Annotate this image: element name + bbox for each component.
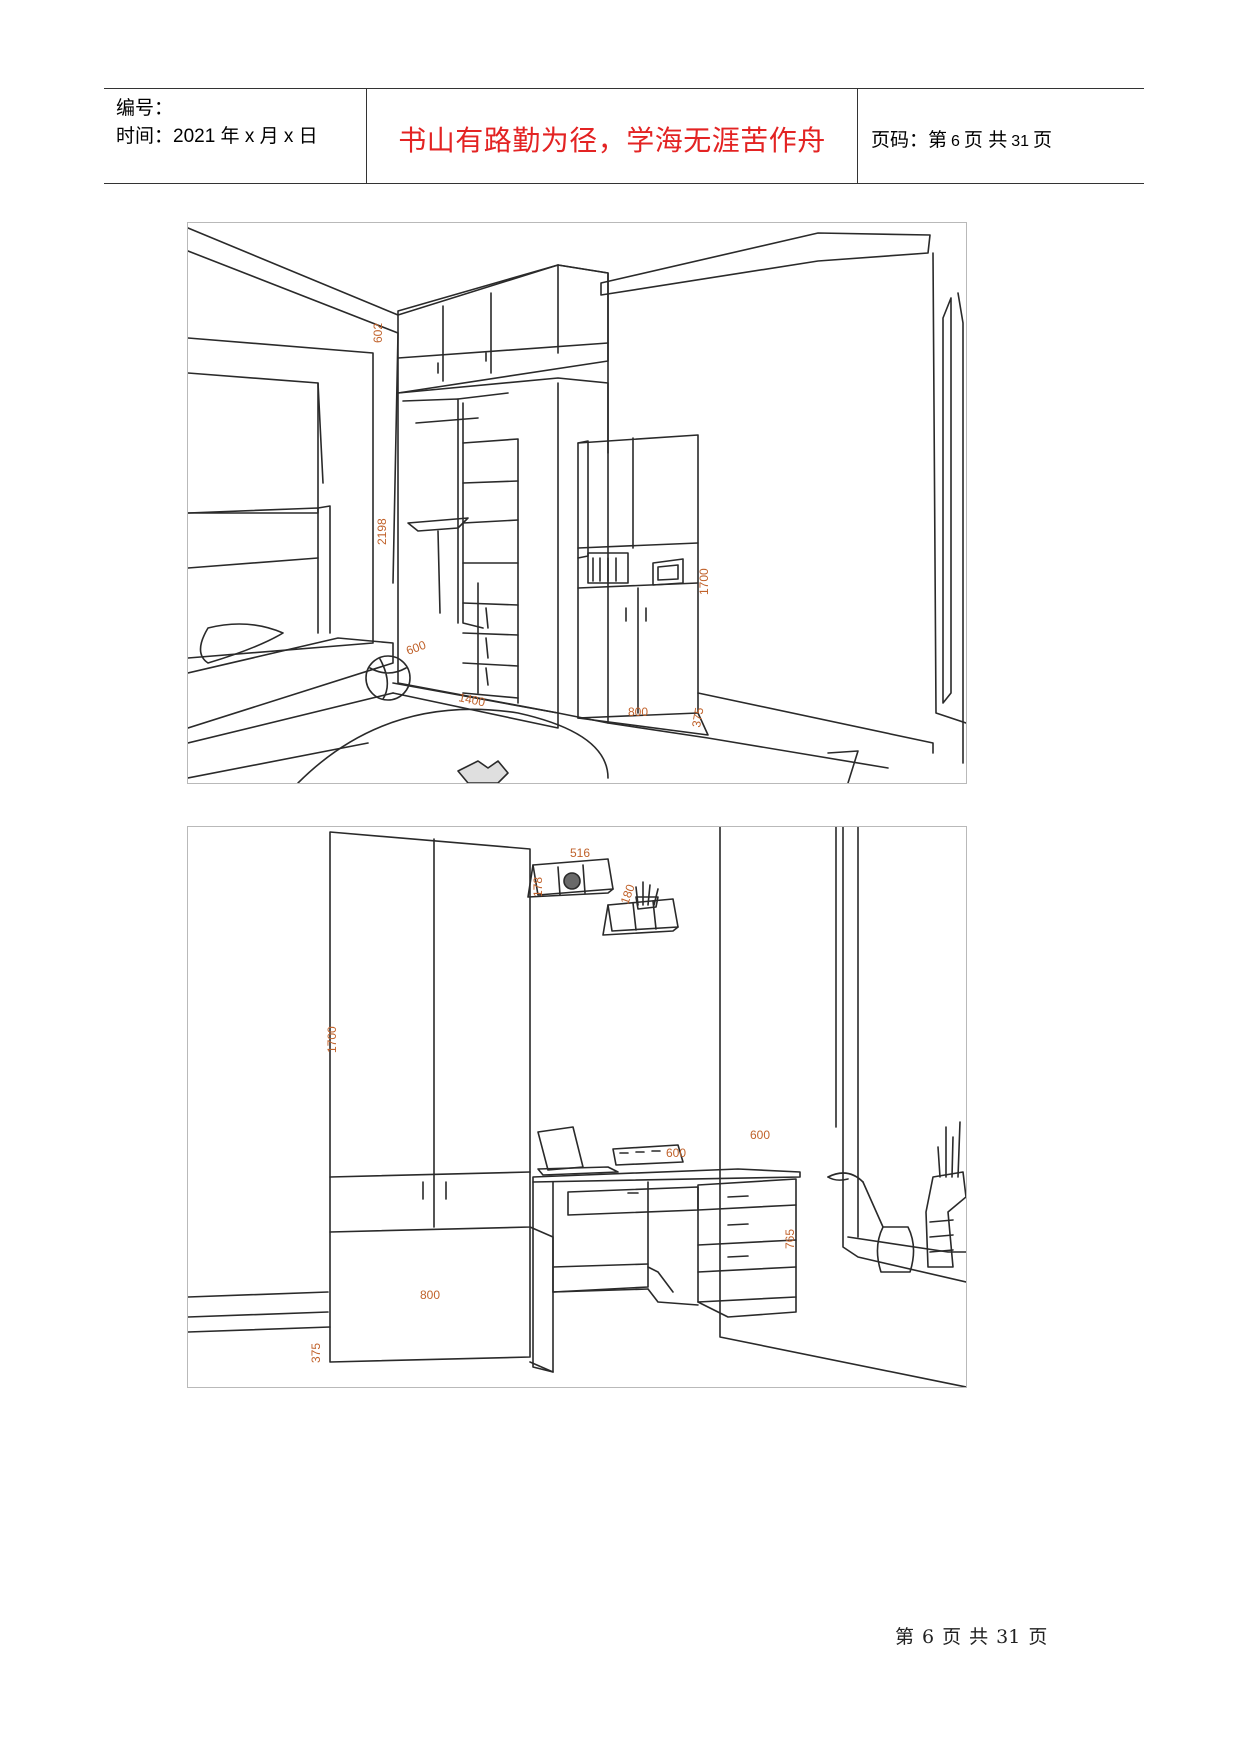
motto: 书山有路勤为径，学海无涯苦作舟 [398,124,826,157]
dimension-label: 180 [618,882,638,906]
footer-current-page: 6 [922,1626,935,1648]
dimension-label: 1700 [697,568,711,595]
dimension-label: 2198 [375,518,389,545]
page-current: 6 [951,133,960,150]
serial-label: 编号： [116,98,174,119]
dimension-label: 600 [750,1128,770,1142]
study-room-illustration: 516 178 180 600 1700 800 375 765 600 [187,826,967,1388]
footer-gong: 共 [969,1626,989,1648]
dimension-label: 800 [628,705,648,719]
header-motto-cell: 书山有路勤为径，学海无涯苦作舟 [367,89,858,183]
dimension-label: 1700 [325,1026,339,1053]
dimension-label: 375 [689,706,706,728]
page-code-prefix: 页码：第 [871,130,948,151]
dimension-label: 800 [420,1288,440,1302]
dimension-label: 375 [309,1343,323,1363]
dimension-label: 765 [783,1229,797,1249]
dimension-label: 1400 [457,690,486,709]
dimension-label: 516 [570,846,590,860]
dimension-label: 600 [404,638,428,658]
wardrobe-room-illustration: 602 2198 600 1400 800 375 1700 [187,222,967,784]
header-meta-cell: 编号： 时间：2021 年 x 月 x 日 [104,89,367,183]
footer-di: 第 [895,1626,915,1648]
footer-ye: 页 [942,1626,962,1648]
footer-ye2: 页 [1028,1626,1048,1648]
page-code-suffix: 页 [1033,130,1053,151]
page-total: 31 [1011,133,1029,150]
dimension-label: 602 [371,323,385,343]
page-header: 编号： 时间：2021 年 x 月 x 日 书山有路勤为径，学海无涯苦作舟 页码… [104,88,1144,184]
dimension-label: 178 [531,877,545,897]
page-code-mid: 页 共 [963,130,1008,151]
time-label: 时间：2021 年 x 月 x 日 [116,126,318,147]
dimension-label: 600 [666,1146,686,1160]
footer-total-pages: 31 [996,1626,1021,1648]
